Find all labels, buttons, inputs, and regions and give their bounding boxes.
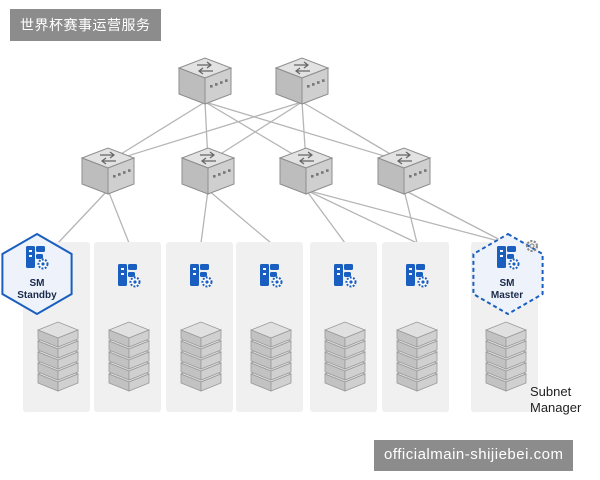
- link-lines: [57, 101, 507, 244]
- spine-leaf-link: [207, 101, 303, 163]
- server-stack-3: [179, 321, 223, 392]
- sm-master-label: SM Master: [477, 278, 537, 302]
- spine-leaf-link: [301, 101, 405, 163]
- sm-icon-5: [406, 264, 429, 288]
- leaf-node-link: [207, 189, 272, 244]
- sm-standby-label: SM Standby: [7, 278, 67, 302]
- switches: [80, 57, 432, 195]
- sm-master-line1: SM: [499, 278, 515, 289]
- watermark-bottom: officialmain-shijiebei.com: [374, 440, 574, 471]
- server-stack-1: [36, 321, 80, 392]
- sm-standby-line1: SM: [29, 278, 45, 289]
- leaf-node-link: [200, 189, 209, 244]
- leaf-node-link: [403, 189, 507, 244]
- sm-icon-4: [334, 264, 357, 288]
- sm-standby-icon: [26, 246, 49, 270]
- leaf-switch-3: [278, 147, 334, 195]
- leaf-node-link: [305, 189, 346, 244]
- server-stack-6: [395, 321, 439, 392]
- sm-standby-line2: Standby: [17, 290, 57, 301]
- sm-master-hexagon: [472, 232, 544, 316]
- caption-line1: Subnet: [530, 384, 572, 399]
- server-stacks: [36, 321, 528, 392]
- server-stack-7: [484, 321, 528, 392]
- server-stack-2: [107, 321, 151, 392]
- caption-line2: Manager: [530, 400, 582, 415]
- sm-icon-1: [118, 264, 141, 288]
- leaf-switch-1: [80, 147, 136, 195]
- spine-switch-2: [274, 57, 330, 105]
- leaf-switch-2: [180, 147, 236, 195]
- sm-icon-2: [190, 264, 213, 288]
- sm-icon-3: [260, 264, 283, 288]
- spine-leaf-link: [107, 101, 303, 163]
- watermark-top: 世界杯赛事运营服务: [10, 9, 161, 41]
- sm-master-line2: Master: [490, 290, 524, 301]
- server-stack-5: [323, 321, 367, 392]
- leaf-node-link: [403, 189, 418, 244]
- spine-leaf-link: [107, 101, 206, 163]
- leaf-node-link: [305, 189, 507, 244]
- leaf-node-link: [305, 189, 418, 244]
- sm-master-icon: [497, 246, 520, 270]
- subnet-manager-icons: [1, 232, 544, 316]
- subnet-manager-caption: Subnet Manager: [530, 384, 596, 416]
- sm-standby-hexagon: [1, 232, 73, 316]
- spine-switch-1: [177, 57, 233, 105]
- gear-icon: [526, 240, 538, 252]
- leaf-node-link: [57, 189, 109, 244]
- leaf-switch-4: [376, 147, 432, 195]
- server-stack-4: [249, 321, 293, 392]
- leaf-node-link: [107, 189, 130, 244]
